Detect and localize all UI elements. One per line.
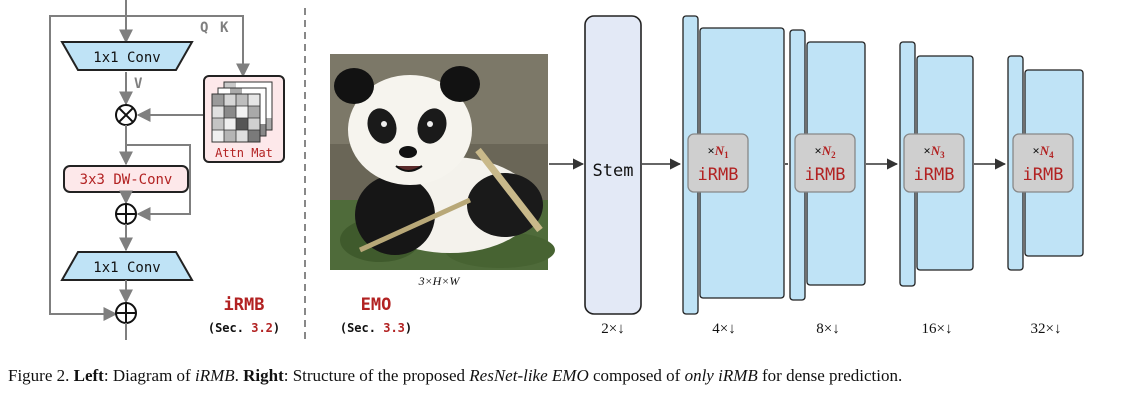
add-icon — [115, 302, 137, 324]
conv-top-block — [60, 41, 194, 71]
stage-3-irmb-box — [903, 133, 965, 193]
stage-2-scale-label: 8×↓ — [816, 321, 839, 337]
stage-2-irmb-box — [794, 133, 856, 193]
v-label: V — [134, 76, 143, 92]
caption-right-mid: composed of — [588, 366, 685, 385]
caption-right-end: for dense prediction. — [757, 366, 903, 385]
emo-section-ref: (Sec. 3.3) — [340, 321, 412, 335]
stem-label: Stem — [593, 161, 634, 181]
attn-grid-front — [211, 93, 261, 143]
stage-2-block-label: iRMB — [805, 165, 846, 185]
irmb-section-ref: (Sec. 3.2) — [208, 321, 280, 335]
qk-branch-line — [126, 15, 250, 78]
image-size-label: 3×H×W — [418, 274, 461, 288]
caption-left-italic: iRMB — [194, 366, 235, 385]
caption-right-text: : Structure of the proposed — [283, 366, 470, 385]
caption-left-end: . — [234, 366, 244, 385]
stage-2-count: ×N2 — [814, 143, 836, 160]
figure-diagram: 1x1 Conv Q K V 3x3 DW-Conv 1x1 Conv — [49, 0, 1084, 340]
caption-figure-label: Figure 2. — [8, 366, 74, 385]
attn-mat-block: Attn Mat — [203, 75, 285, 163]
caption-left-label: Left — [73, 366, 104, 385]
conv-bottom-label: 1x1 Conv — [93, 260, 160, 276]
stage-3-count: ×N3 — [923, 143, 945, 160]
irmb-title: iRMB — [224, 295, 265, 315]
stage-4-scale-label: 32×↓ — [1031, 321, 1062, 337]
caption-left-text: : Diagram of — [103, 366, 195, 385]
emo-title: EMO — [361, 295, 392, 315]
stage-1-scale-label: 4×↓ — [712, 321, 735, 337]
stage-4: ×N4 iRMB 32×↓ — [1007, 55, 1084, 337]
multiply-icon — [115, 104, 137, 126]
stage-4-irmb-box — [1012, 133, 1074, 193]
q-label: Q — [200, 20, 208, 36]
caption-right-label: Right — [243, 366, 284, 385]
panda-photo — [330, 54, 555, 270]
stage-1-count: ×N1 — [707, 143, 729, 160]
dwconv-label: 3x3 DW-Conv — [80, 172, 173, 188]
stage-3: ×N3 iRMB 16×↓ — [899, 41, 974, 337]
conv-bottom-block — [60, 251, 194, 281]
stem-block — [584, 15, 642, 315]
caption-right-italic-1: ResNet-like EMO — [469, 366, 589, 385]
stage-3-block-label: iRMB — [914, 165, 955, 185]
irmb-diagram: 1x1 Conv Q K V 3x3 DW-Conv 1x1 Conv — [49, 0, 285, 340]
caption-right-italic-2: only iRMB — [684, 366, 758, 385]
attn-mat-label: Attn Mat — [215, 146, 273, 160]
k-label: K — [220, 20, 229, 36]
stage-4-count: ×N4 — [1032, 143, 1054, 160]
inner-skip-line — [126, 144, 191, 221]
stage-3-scale-label: 16×↓ — [922, 321, 953, 337]
stem-scale-label: 2×↓ — [601, 321, 624, 337]
figure-caption: Figure 2. Left: Diagram of iRMB. Right: … — [8, 366, 1133, 386]
add-icon — [115, 203, 137, 225]
stage-4-block-label: iRMB — [1023, 165, 1064, 185]
stage-2: ×N2 iRMB 8×↓ — [789, 29, 866, 337]
emo-diagram: 3×H×W EMO (Sec. 3.3) Stem 2×↓ ×N1 iRMB 4… — [330, 15, 1084, 337]
outer-skip-line — [49, 15, 126, 321]
stage-1-irmb-box — [687, 133, 749, 193]
stage-1: ×N1 iRMB 4×↓ — [682, 15, 785, 337]
stage-1-block-label: iRMB — [698, 165, 739, 185]
conv-top-label: 1x1 Conv — [93, 50, 160, 66]
